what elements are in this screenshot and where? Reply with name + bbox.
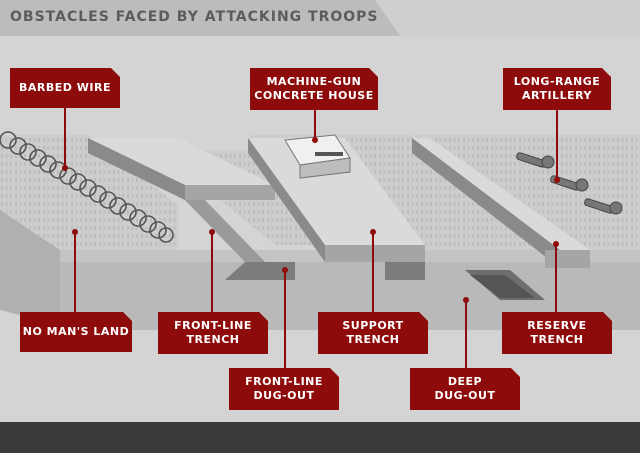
page-title: OBSTACLES FACED BY ATTACKING TROOPS (10, 9, 379, 25)
label-long-range-artillery: LONG-RANGE ARTILLERY (503, 68, 611, 110)
label-machine-gun-house: MACHINE-GUN CONCRETE HOUSE (250, 68, 378, 110)
label-reserve-trench: RESERVE TRENCH (502, 312, 612, 354)
label-deep-dugout: DEEP DUG-OUT (410, 368, 520, 410)
reserve-trench-shape (412, 138, 590, 300)
label-no-mans-land: NO MAN'S LAND (20, 312, 132, 352)
header-band (0, 0, 640, 36)
barbed-wire (0, 131, 174, 243)
label-barbed-wire: BARBED WIRE (10, 68, 120, 108)
machine-gun-house (284, 134, 351, 179)
label-front-line-dugout: FRONT-LINE DUG-OUT (229, 368, 339, 410)
label-front-line-trench: FRONT-LINE TRENCH (158, 312, 268, 354)
front-line-trench-shape (88, 138, 295, 280)
footer-bar (0, 422, 640, 453)
header: OBSTACLES FACED BY ATTACKING TROOPS (0, 0, 400, 36)
support-trench-shape (248, 138, 425, 280)
leader-dots (62, 137, 560, 303)
label-support-trench: SUPPORT TRENCH (318, 312, 428, 354)
leader-lines (64, 108, 558, 368)
